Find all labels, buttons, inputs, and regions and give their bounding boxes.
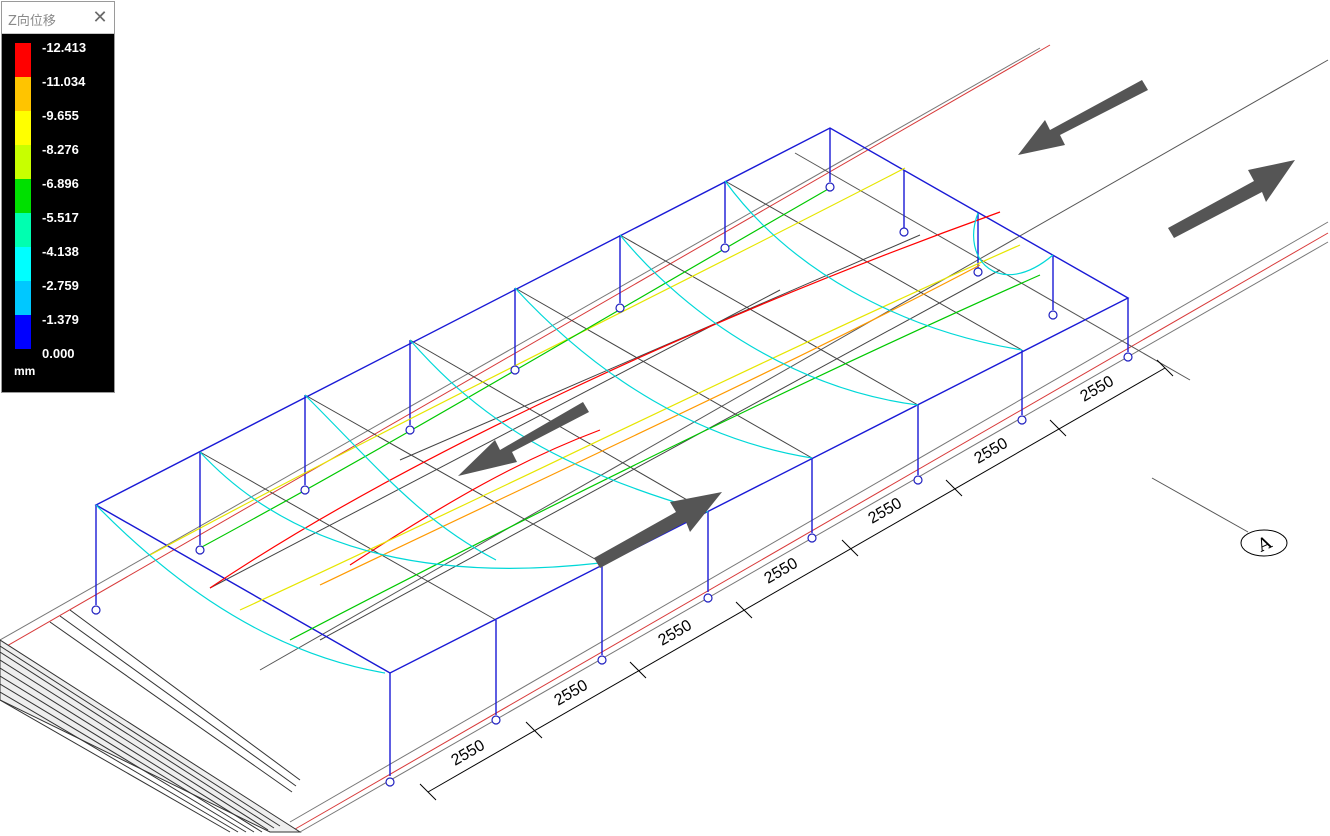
legend-swatch [15, 111, 31, 145]
support-node [91, 605, 101, 615]
legend-swatch [15, 213, 31, 247]
contour-orange [319, 264, 981, 586]
dimension-text: 2550 [656, 617, 695, 650]
support-node [825, 182, 835, 192]
grid-line [399, 234, 921, 461]
support-node [1123, 352, 1133, 362]
legend-value: -12.413 [42, 40, 87, 55]
support-node [899, 227, 909, 237]
left-arrow-icon [458, 402, 589, 476]
dimension-text: 2550 [762, 555, 801, 588]
support-node [913, 475, 923, 485]
direction-arrows [458, 80, 1295, 568]
legend-value: -5.517 [42, 210, 79, 225]
legend-value: -11.034 [42, 74, 86, 89]
support-node [720, 243, 730, 253]
support-node [300, 485, 310, 495]
support-node [195, 545, 205, 555]
contour-yellow [239, 244, 1021, 611]
red-axis-line [0, 44, 1051, 651]
legend-swatch [15, 179, 31, 213]
support-node [597, 655, 607, 665]
grid-line [319, 269, 1001, 641]
legend-swatch [15, 281, 31, 315]
grid-line [514, 287, 813, 459]
legend-swatch [15, 315, 31, 349]
legend-titlebar[interactable]: Z向位移 ✕ [2, 2, 114, 34]
dimension-text: 2550 [1078, 373, 1117, 406]
contour-cyan [514, 287, 813, 459]
support-node [615, 303, 625, 313]
legend-panel[interactable]: Z向位移 ✕ -12.413 -11.034 -9.655 -8.276 -6.… [1, 1, 115, 393]
dimension-text: 2550 [972, 435, 1011, 468]
dimension-line [419, 359, 1174, 801]
dimension-text: 2550 [449, 737, 488, 770]
support-node [1017, 415, 1027, 425]
contour-cyan [973, 212, 1054, 276]
legend-value: -1.379 [42, 312, 79, 327]
support-node [510, 365, 520, 375]
contour-red [209, 211, 1001, 589]
roof-outline [94, 127, 1130, 674]
grid-line [724, 180, 1023, 351]
grid-line [199, 451, 497, 621]
legend-value: -9.655 [42, 108, 79, 123]
legend-swatch [15, 77, 31, 111]
grid-line [289, 221, 1329, 823]
contour-cyan [199, 451, 601, 569]
close-icon[interactable]: ✕ [92, 7, 108, 27]
steel-frame [94, 127, 1130, 776]
contour-cyan [304, 394, 497, 561]
support-node [973, 267, 983, 277]
legend-value: -2.759 [42, 278, 79, 293]
support-node [385, 777, 395, 787]
legend-value: -6.896 [42, 176, 79, 191]
legend-value: -4.138 [42, 244, 79, 259]
support-node [703, 593, 713, 603]
red-axis-line [289, 232, 1329, 833]
legend-swatch [15, 43, 31, 77]
grid-lines [0, 44, 1329, 833]
grid-line [259, 59, 1329, 671]
column-supports [91, 182, 1133, 787]
left-arrow-icon [1018, 80, 1148, 155]
contour-green [289, 274, 1041, 641]
support-node [405, 425, 415, 435]
ground-hatch [0, 609, 302, 833]
grid-line [619, 234, 919, 406]
support-node [807, 533, 817, 543]
legend-swatch [15, 145, 31, 179]
support-node [1048, 310, 1058, 320]
contour-cyan [619, 234, 919, 406]
contour-yellow [149, 167, 906, 556]
dimension-text: 2550 [866, 495, 905, 528]
right-arrow-icon [594, 492, 722, 568]
grid-line [1151, 477, 1249, 533]
contour-cyan [95, 504, 386, 674]
contour-green [199, 187, 831, 549]
grid-line [304, 394, 603, 564]
legend-swatch [15, 247, 31, 281]
legend-value: -8.276 [42, 142, 79, 157]
displacement-contours [95, 167, 1054, 674]
right-arrow-icon [1168, 160, 1295, 238]
grid-line [209, 289, 781, 589]
axis-marker: A [1240, 529, 1288, 557]
legend-title: Z向位移 [8, 14, 56, 29]
contour-cyan [724, 180, 1023, 351]
legend-value: 0.000 [42, 346, 75, 361]
dimension-text: 2550 [552, 677, 591, 710]
support-node [491, 715, 501, 725]
grid-line [0, 47, 1041, 641]
legend-unit: mm [14, 364, 36, 378]
